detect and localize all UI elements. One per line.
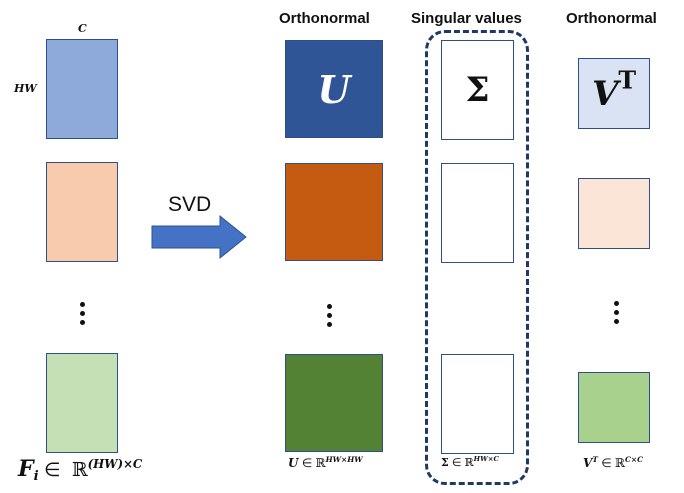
v-column-header: Orthonormal <box>566 10 657 27</box>
v-ellipsis <box>614 301 620 328</box>
u-matrix-green <box>285 354 383 452</box>
sigma-formula: Σ ∈ ℝHW×C <box>441 455 499 469</box>
svd-label: SVD <box>168 193 212 216</box>
sigma-column-header: Singular values <box>411 10 522 27</box>
u-column-header: Orthonormal <box>279 10 370 27</box>
u-symbol: U <box>317 66 351 112</box>
u-matrix-blue: U <box>285 40 383 138</box>
spatial-dim-label: HW <box>14 82 37 95</box>
u-ellipsis <box>327 304 333 331</box>
svd-arrow-icon <box>151 214 247 260</box>
sigma-symbol: Σ <box>465 70 490 110</box>
u-matrix-orange <box>285 163 383 261</box>
feature-matrix-orange <box>46 162 118 262</box>
u-formula: U ∈ ℝHW×HW <box>288 454 363 470</box>
feature-formula: Fi ∈ ℝ(HW)×C <box>18 456 143 484</box>
sigma-matrix-3 <box>441 354 514 454</box>
sigma-matrix-2 <box>441 163 514 263</box>
v-matrix-green <box>578 372 650 443</box>
feature-matrix-blue <box>46 39 118 139</box>
channel-dim-label: C <box>78 22 87 35</box>
v-matrix-orange <box>578 178 650 249</box>
sigma-dashed-group <box>425 30 529 485</box>
sigma-matrix-1: Σ <box>441 40 514 140</box>
feature-ellipsis <box>80 302 86 329</box>
feature-matrix-green <box>46 353 118 453</box>
v-formula: VT ∈ ℝC×C <box>583 454 644 470</box>
v-matrix-blue: VT <box>578 58 650 129</box>
v-symbol: VT <box>591 65 637 114</box>
